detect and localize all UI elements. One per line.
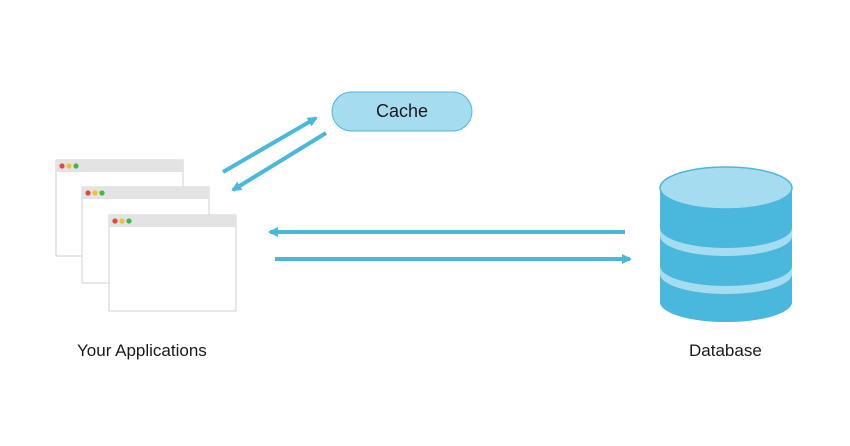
applications-icon xyxy=(55,159,237,312)
cache-node xyxy=(331,91,473,132)
minimize-dot-icon xyxy=(92,190,98,196)
close-dot-icon xyxy=(85,190,91,196)
arrow-apps-to-cache xyxy=(221,116,318,174)
database-label: Database xyxy=(689,341,762,360)
app-window-front xyxy=(108,214,237,312)
minimize-dot-icon xyxy=(66,163,72,169)
maximize-dot-icon xyxy=(73,163,79,169)
maximize-dot-icon xyxy=(126,218,132,224)
cache-label: Cache xyxy=(375,101,429,121)
applications-label: Your Applications xyxy=(77,341,207,360)
close-dot-icon xyxy=(59,163,65,169)
arrow-cache-to-apps xyxy=(231,131,328,192)
maximize-dot-icon xyxy=(99,190,105,196)
close-dot-icon xyxy=(112,218,118,224)
minimize-dot-icon xyxy=(119,218,125,224)
database-icon xyxy=(659,166,793,322)
